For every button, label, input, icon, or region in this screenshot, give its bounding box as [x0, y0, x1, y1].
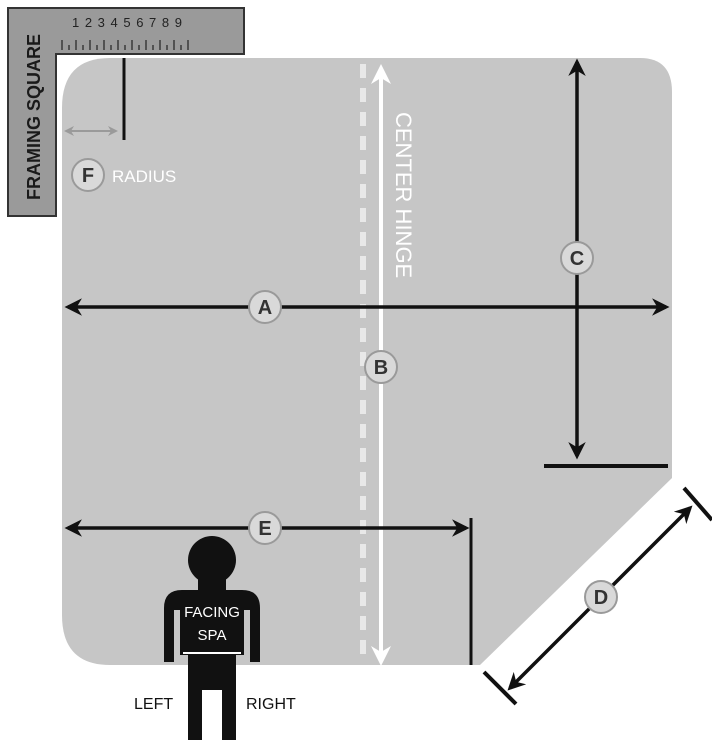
badge-e: E [248, 511, 282, 545]
framing-square: 1 2 3 4 5 6 7 8 9 FRAMING SQUARE [7, 7, 245, 217]
badge-b: B [364, 350, 398, 384]
svg-text:C: C [570, 248, 584, 270]
facing-label-line1: FACING [184, 604, 240, 621]
ruler-scale: 1 2 3 4 5 6 7 8 9 [72, 15, 183, 30]
svg-text:A: A [258, 297, 272, 319]
badge-c: C [560, 241, 594, 275]
framing-square-label: FRAMING SQUARE [24, 34, 44, 200]
badge-d: D [584, 580, 618, 614]
svg-text:B: B [374, 357, 388, 379]
right-label: RIGHT [246, 696, 296, 713]
left-label: LEFT [134, 696, 173, 713]
ruler-ticks [61, 40, 189, 50]
person-icon [164, 536, 260, 740]
center-hinge-label: CENTER HINGE [391, 112, 416, 278]
facing-label-line2: SPA [198, 627, 227, 644]
svg-text:E: E [258, 518, 271, 540]
measure-d-cap-bottom [482, 670, 518, 706]
svg-text:F: F [82, 165, 94, 187]
svg-text:D: D [594, 587, 608, 609]
measure-d-cap-top [682, 486, 712, 522]
radius-label: RADIUS [112, 167, 176, 186]
badge-a: A [248, 290, 282, 324]
badge-f: F [71, 158, 105, 192]
